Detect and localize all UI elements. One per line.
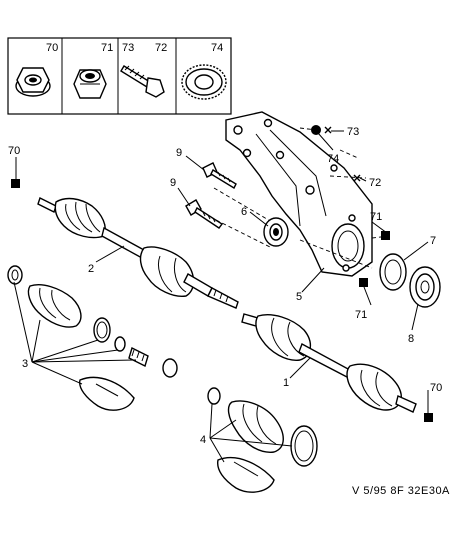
legend-label-71: 71 [101,42,113,54]
flange-nut-icon [15,67,51,97]
fastener-legend-box: 70 71 73 72 74 [7,37,232,115]
bearing-8 [409,266,441,308]
bearing-6 [263,217,289,247]
leader-lines [13,130,429,463]
nut-71-upper [381,231,390,240]
driveshaft-1 [241,313,417,413]
hex-nut-icon [73,69,107,99]
support-bracket [225,111,373,277]
bolt-9-upper [202,162,237,189]
serrated-washer-icon [181,64,227,100]
cross-marker-72 [353,174,361,182]
drawing-reference: V 5/95 8F 32E30A [352,485,450,497]
callout-1: 1 [283,377,289,389]
ring-7 [379,253,407,291]
bolt-73-marker [311,125,321,135]
callout-labels: 70 70 2 1 9 9 6 5 7 8 73 74 72 71 71 3 4 [8,126,442,446]
legend-label-74: 74 [211,42,223,54]
legend-label-73: 73 [122,42,134,54]
legend-label-72: 72 [155,42,167,54]
callout-4: 4 [200,434,206,446]
callout-71-lower: 71 [355,309,367,321]
callout-6: 6 [241,206,247,218]
nut-70-left [11,179,20,188]
callout-3: 3 [22,358,28,370]
driveshaft-2 [37,197,239,309]
callout-5: 5 [296,291,302,303]
repair-kit-3 [7,265,178,411]
callout-70-left: 70 [8,145,20,157]
callout-9-lower: 9 [170,177,176,189]
legend-label-70: 70 [46,42,58,54]
callout-72: 72 [369,177,381,189]
callout-2: 2 [88,263,94,275]
repair-kit-4 [207,387,318,493]
callout-73: 73 [347,126,359,138]
callout-7: 7 [430,235,436,247]
bolt-icon [120,65,165,98]
alignment-lines [213,127,391,269]
callout-70-right: 70 [430,382,442,394]
bolt-9-lower [185,199,224,229]
callout-71-upper: 71 [370,211,382,223]
callout-74: 74 [327,153,339,165]
nut-70-right [424,413,433,422]
callout-8: 8 [408,333,414,345]
nut-71-lower [359,278,368,287]
callout-9-upper: 9 [176,147,182,159]
cross-marker-73 [324,126,332,134]
